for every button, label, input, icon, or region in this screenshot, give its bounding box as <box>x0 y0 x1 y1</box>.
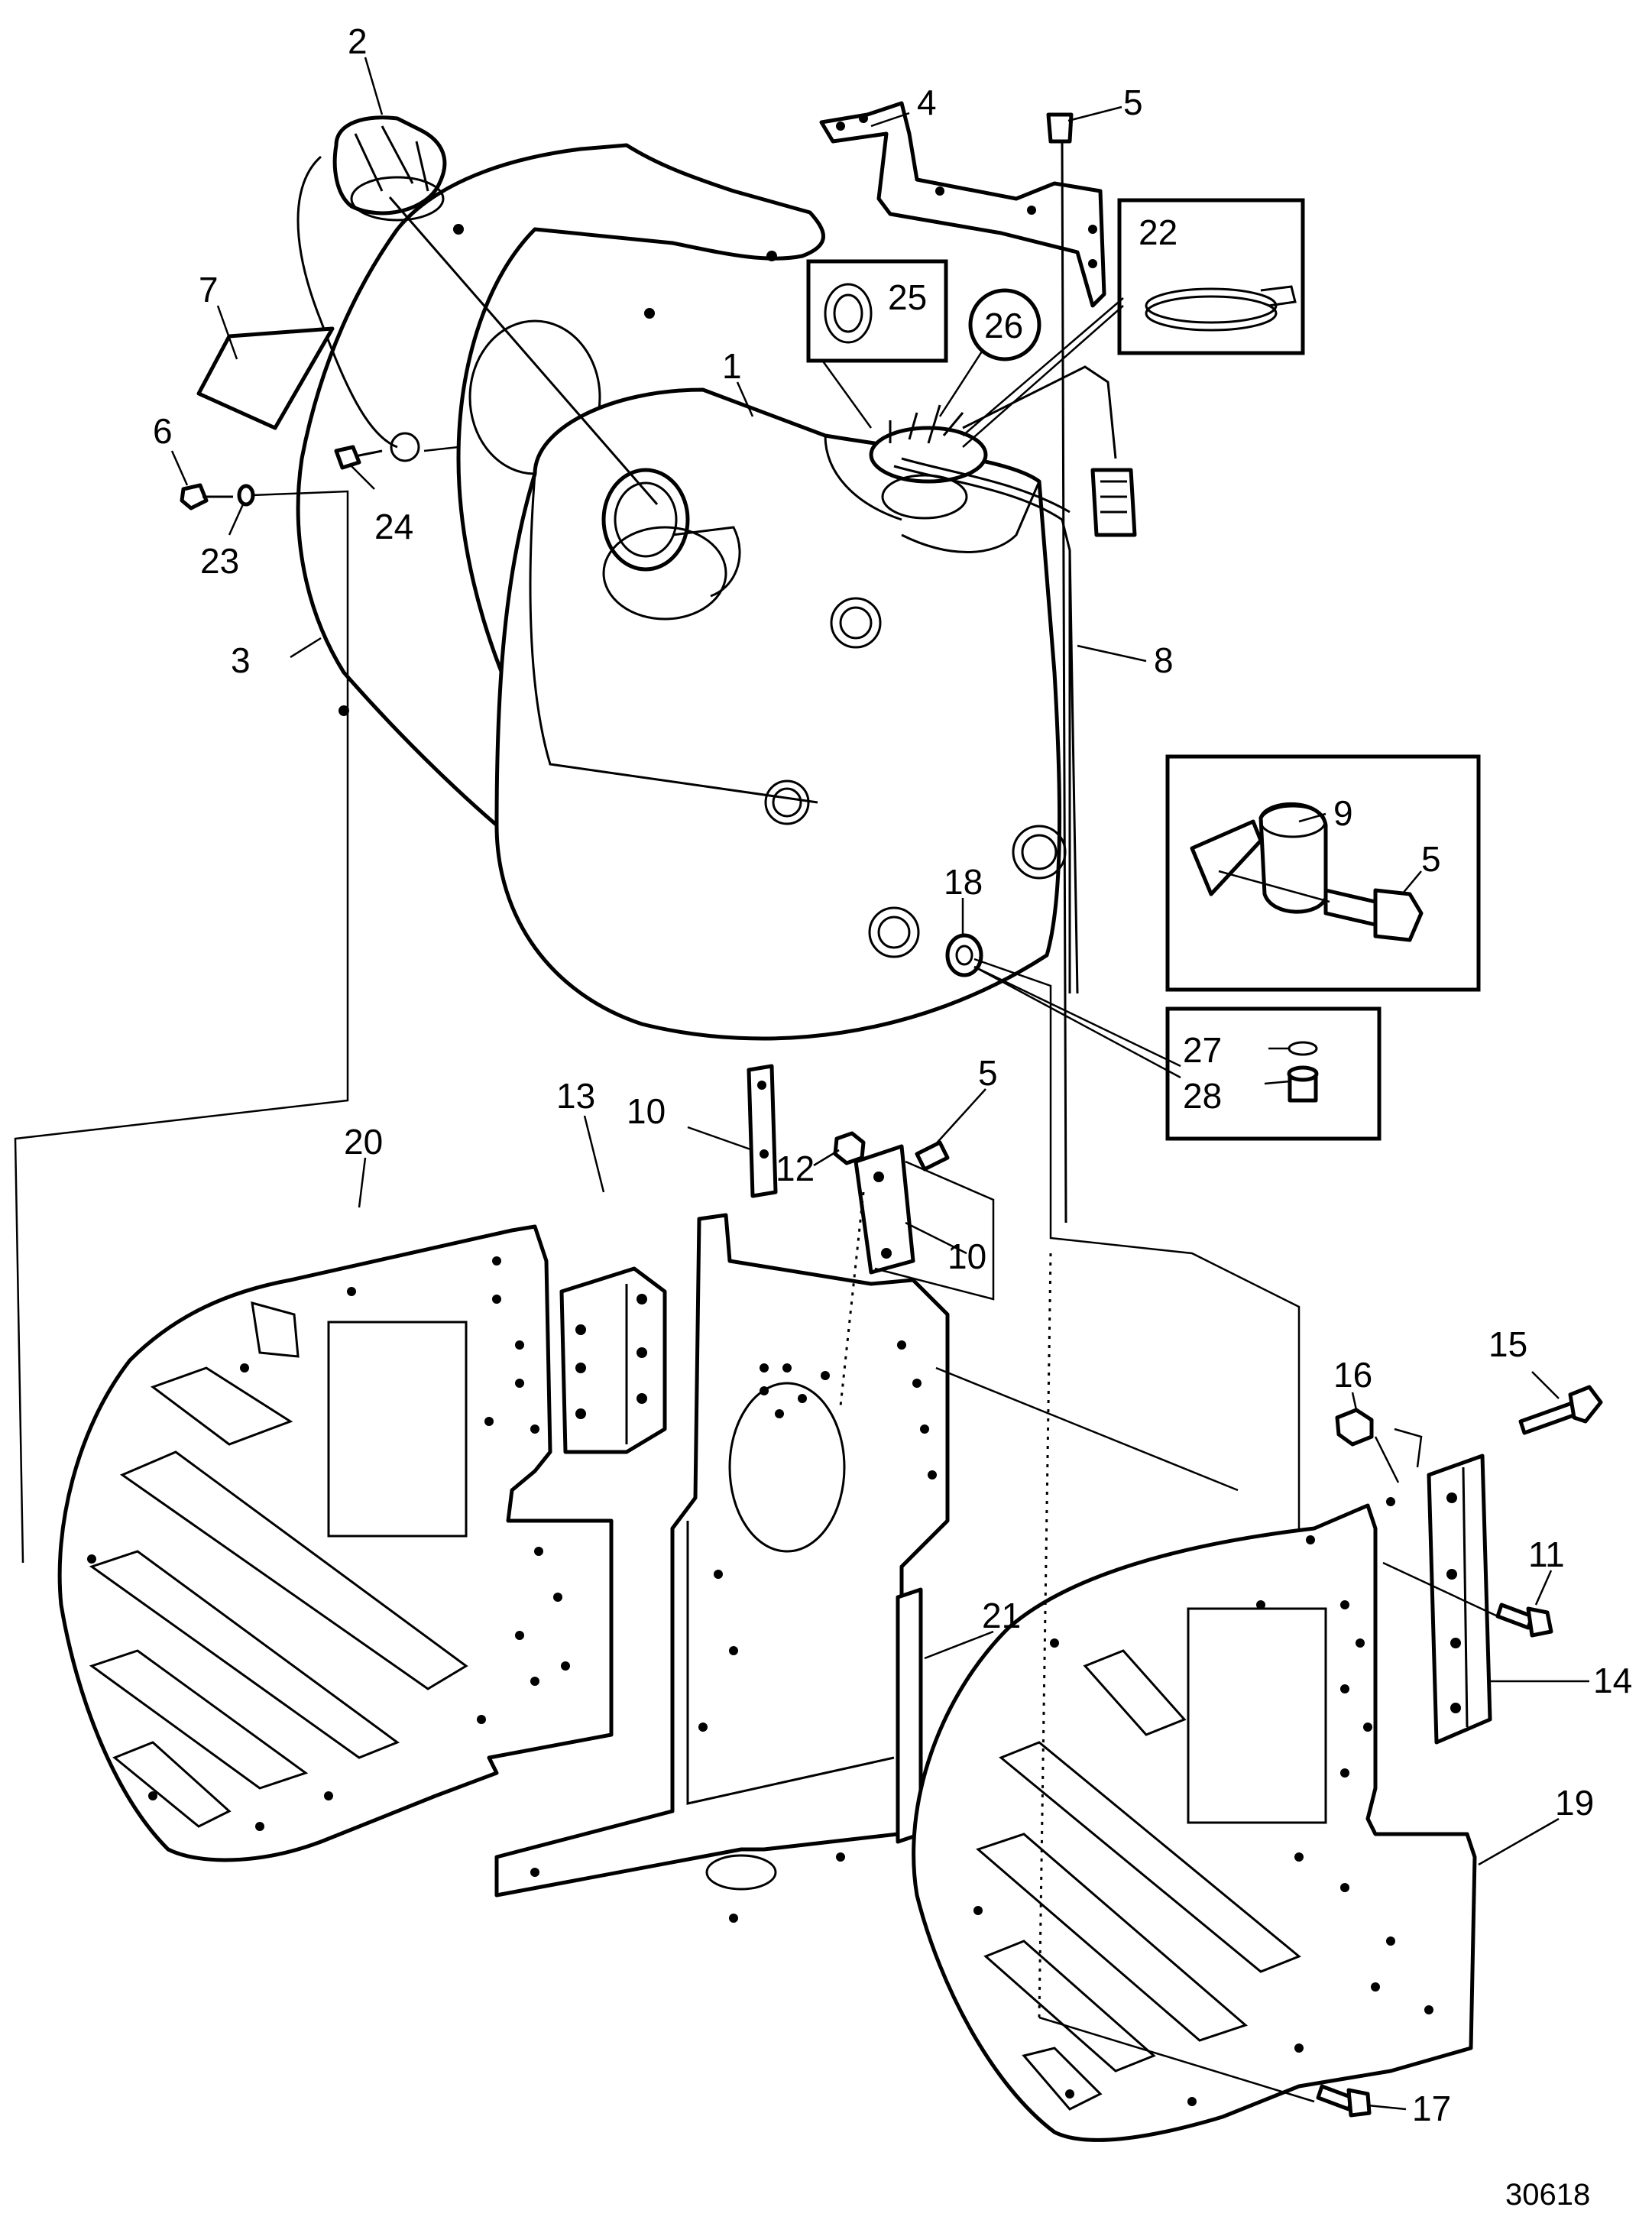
callout-10-lower: 10 <box>947 1236 986 1276</box>
callout-27: 27 <box>1183 1030 1222 1070</box>
part-23-washer <box>237 484 255 507</box>
callout-14: 14 <box>1593 1661 1632 1700</box>
assembly-lines <box>14 196 1498 2103</box>
callout-21: 21 <box>982 1596 1021 1635</box>
part-5-bolt-middle <box>915 1140 950 1172</box>
callout-18: 18 <box>944 862 983 902</box>
callout-19: 19 <box>1555 1783 1594 1823</box>
part-13-bracket-left <box>559 1266 667 1454</box>
inset-25-gasket <box>806 259 948 363</box>
callout-leaders <box>170 57 1589 2111</box>
callout-28: 28 <box>1183 1076 1222 1116</box>
callout-15: 15 <box>1488 1324 1527 1364</box>
part-20-side-plate-left <box>57 1224 614 1862</box>
inset-22-hose-clamp <box>1117 198 1305 355</box>
part-6-bolt <box>180 483 233 510</box>
part-12-nut <box>833 1131 866 1165</box>
callout-7: 7 <box>199 270 219 310</box>
callout-3: 3 <box>231 640 251 680</box>
callout-12: 12 <box>776 1149 815 1188</box>
callout-26-circle <box>968 288 1041 361</box>
part-16-nut <box>1335 1408 1374 1447</box>
callout-8: 8 <box>1154 640 1174 680</box>
callout-5-inset: 5 <box>1421 839 1441 879</box>
callout-5-top: 5 <box>1123 83 1143 122</box>
part-8-fuel-line <box>893 365 1137 994</box>
part-17-bolt <box>1316 2084 1372 2118</box>
callout-11: 11 <box>1528 1535 1565 1574</box>
part-4-bracket <box>819 101 1106 308</box>
callout-13: 13 <box>556 1076 595 1116</box>
part-21-center-frame <box>494 1213 950 1923</box>
part-7-decal <box>196 326 335 430</box>
callout-17: 17 <box>1412 2089 1451 2128</box>
figure-number: 30618 <box>1505 2178 1590 2212</box>
callout-20: 20 <box>344 1122 383 1162</box>
callout-16: 16 <box>1333 1355 1372 1395</box>
callout-22: 22 <box>1139 212 1177 252</box>
callout-5-middle: 5 <box>978 1053 998 1093</box>
callout-1: 1 <box>722 346 742 386</box>
callout-labels: 1 2 3 4 5 5 5 5 6 7 8 9 10 10 11 12 13 1… <box>153 21 1632 2212</box>
callout-26: 26 <box>984 306 1023 345</box>
part-2-filler-cap <box>296 115 459 462</box>
callout-9: 9 <box>1333 793 1353 833</box>
callout-24: 24 <box>374 507 413 546</box>
callout-2: 2 <box>348 21 368 61</box>
part-24-bolt <box>334 445 383 470</box>
part-10-strap-a <box>747 1064 778 1198</box>
part-18-washer <box>945 933 983 977</box>
callout-25: 25 <box>888 277 927 317</box>
part-11-bolt <box>1495 1603 1553 1638</box>
part-1-fuel-tank <box>494 387 1067 1041</box>
inset-27-28-drain-plug <box>1165 1006 1382 1141</box>
part-10-strap-b <box>854 1144 915 1275</box>
callout-6: 6 <box>153 411 173 451</box>
inset-9-clamp <box>1165 754 1481 992</box>
part-19-side-plate-right <box>912 1497 1477 2142</box>
part-5-bolt-top <box>1046 112 1074 1223</box>
part-15-bolt <box>1518 1385 1603 1435</box>
callout-23: 23 <box>200 541 239 581</box>
callout-10-upper: 10 <box>627 1091 666 1131</box>
callout-4: 4 <box>917 83 937 122</box>
